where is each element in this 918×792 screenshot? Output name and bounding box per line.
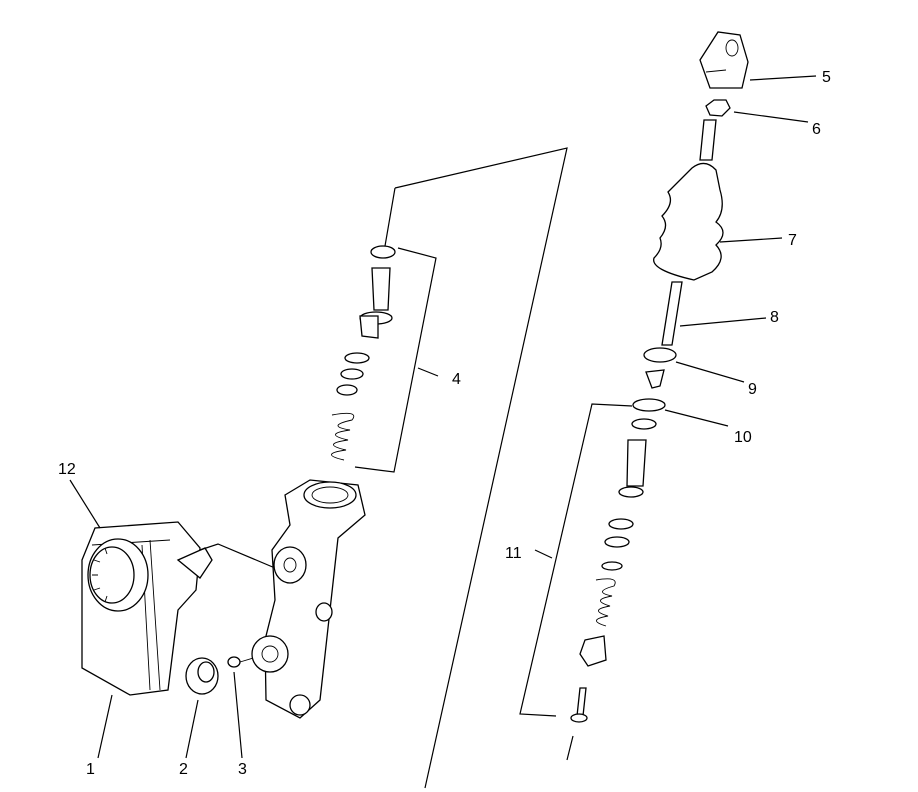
- callout-4: 4: [452, 371, 461, 388]
- callout-10: 10: [734, 429, 752, 446]
- callout-12: 12: [58, 461, 76, 478]
- leader-lines: [69, 75, 817, 759]
- reservoir-cap-part-12: [87, 538, 149, 612]
- reservoir-hose-leader: [199, 543, 276, 569]
- bracket-part-11: [519, 403, 633, 717]
- callout-5: 5: [822, 69, 831, 86]
- master-cylinder-body: [251, 479, 366, 719]
- push-rod-part-8: [661, 281, 683, 346]
- callout-8: 8: [770, 309, 779, 326]
- plug-part-2: [185, 657, 219, 695]
- callout-2: 2: [179, 761, 188, 778]
- nut-part-6: [705, 99, 731, 117]
- callout-11: 11: [505, 545, 522, 562]
- bracket-part-4: [354, 247, 437, 473]
- callout-9: 9: [748, 381, 757, 398]
- callout-1: 1: [86, 761, 95, 778]
- seal-kit-part-4: [331, 245, 396, 461]
- piston-kit-part-11: [570, 418, 657, 723]
- clip-part-9: [643, 347, 677, 389]
- clevis-part-5: [699, 31, 749, 89]
- callout-3: 3: [238, 761, 247, 778]
- callout-6: 6: [812, 121, 821, 138]
- boot-part-7: [653, 119, 724, 281]
- assembly-outline: [384, 147, 574, 789]
- seal-part-10: [632, 398, 666, 412]
- callout-7: 7: [788, 232, 797, 249]
